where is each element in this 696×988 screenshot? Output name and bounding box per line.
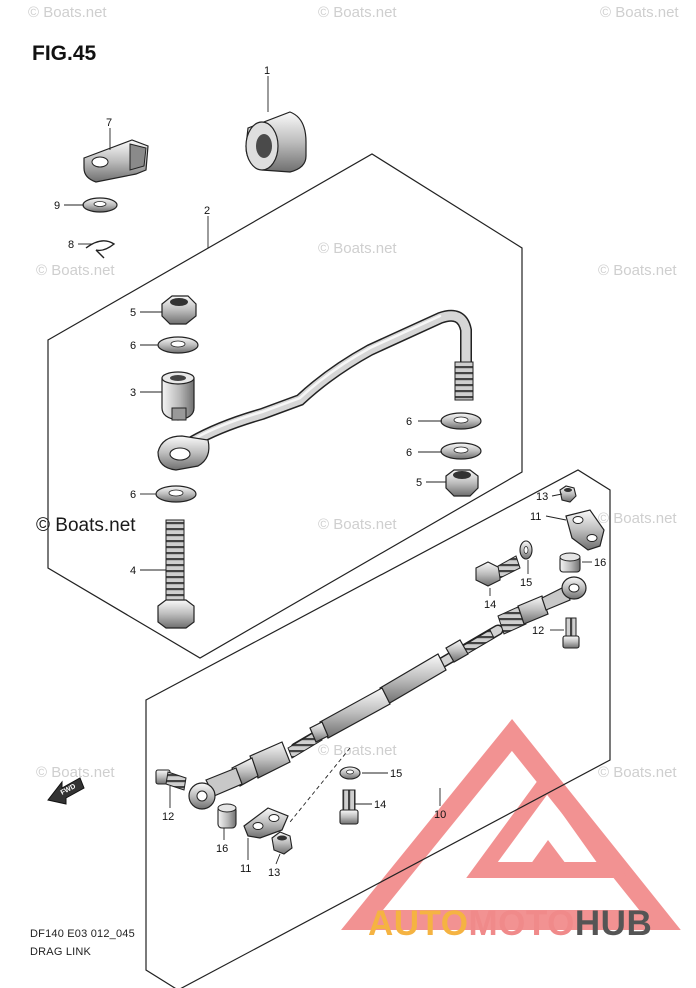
callout-16-left: 16	[216, 843, 228, 855]
bushing-part-16-left	[217, 803, 237, 829]
nut-part-13-left	[271, 831, 293, 855]
figure-title: FIG.45	[32, 42, 97, 65]
watermark-9: © Boats.net	[36, 764, 115, 781]
callout-8: 8	[68, 239, 74, 251]
callout-6-right-2: 6	[406, 447, 412, 459]
nut-part-13-right	[559, 485, 577, 503]
washer-part-6-left-bottom	[155, 485, 197, 503]
bolt-part-14-center	[339, 789, 359, 825]
figure-code: DF140 E03 012_045	[30, 928, 135, 940]
watermark-11: © Boats.net	[598, 764, 677, 781]
nut-part-5-left	[161, 295, 197, 325]
bolt-part-4	[157, 519, 195, 629]
assembly-outline-upper	[47, 153, 523, 659]
callout-13-left: 13	[268, 867, 280, 879]
cotter-pin-part-8	[85, 240, 116, 259]
bolt-part-12-left	[155, 769, 187, 791]
callout-12-left: 12	[162, 811, 174, 823]
copyright-notice: © Boats.net	[36, 515, 136, 536]
watermark-8: © Boats.net	[598, 510, 677, 527]
automotohub-brand: AUTOMOTOHUB	[368, 904, 652, 944]
callout-14-right: 14	[484, 599, 496, 611]
watermark-10: © Boats.net	[318, 742, 397, 759]
callout-14-center: 14	[374, 799, 386, 811]
watermark-6: © Boats.net	[598, 262, 677, 279]
assembly-outline-lower	[145, 469, 611, 988]
callout-4: 4	[130, 565, 136, 577]
watermark-4: © Boats.net	[36, 262, 115, 279]
callout-10: 10	[434, 809, 446, 821]
brand-part-moto: MOTO	[468, 904, 575, 943]
washer-part-15-center	[339, 766, 361, 780]
nut-part-5-right	[445, 469, 479, 497]
bolt-part-12-right	[562, 617, 580, 649]
assembly-guide-line	[289, 747, 351, 823]
figure-name: DRAG LINK	[30, 946, 92, 958]
callout-5-left: 5	[130, 307, 136, 319]
watermark-5: © Boats.net	[318, 240, 397, 257]
leader-lines	[64, 76, 592, 865]
callout-15-center: 15	[390, 768, 402, 780]
callout-6-left-top: 6	[130, 340, 136, 352]
bushing-part-1	[245, 111, 307, 173]
bracket-part-11-left	[243, 807, 289, 839]
callout-7: 7	[106, 117, 112, 129]
callout-6-right-1: 6	[406, 416, 412, 428]
bracket-part-11-right	[565, 509, 605, 551]
bolt-part-14-right	[475, 555, 521, 587]
callout-12-right: 12	[532, 625, 544, 637]
callout-2: 2	[204, 205, 210, 217]
callout-11-left: 11	[240, 863, 251, 875]
automotohub-logo-icon	[341, 719, 681, 930]
drag-link-bar-part-2	[157, 309, 474, 471]
watermark-2: © Boats.net	[318, 4, 397, 21]
callout-15-right: 15	[520, 577, 532, 589]
tie-rod-part-10	[188, 576, 587, 810]
callout-13-right: 13	[536, 491, 548, 503]
washer-part-6-left-top	[157, 336, 199, 354]
callout-16-right: 16	[594, 557, 606, 569]
bracket-part-7	[83, 139, 149, 183]
callout-1: 1	[264, 65, 270, 77]
watermark-7: © Boats.net	[318, 516, 397, 533]
callout-6-left-bottom: 6	[130, 489, 136, 501]
washer-part-9	[82, 197, 118, 213]
watermark-1: © Boats.net	[28, 4, 107, 21]
callout-5-right: 5	[416, 477, 422, 489]
bushing-part-16-right	[559, 552, 581, 573]
washer-part-6-right-2	[440, 442, 482, 460]
watermark-3: © Boats.net	[600, 4, 679, 21]
washer-part-15-right	[519, 540, 533, 560]
callout-9: 9	[54, 200, 60, 212]
spacer-part-3	[161, 371, 195, 421]
fwd-arrow-icon: FWD	[47, 777, 85, 805]
callout-3: 3	[130, 387, 136, 399]
brand-part-auto: AUTO	[368, 904, 469, 943]
washer-part-6-right-1	[440, 412, 482, 430]
brand-part-hub: HUB	[574, 904, 653, 943]
callout-11-right: 11	[530, 511, 541, 523]
callout-numbers: 1 7 9 8 2 5 6 3 6 6 5 6 4 13 11 15 16 14…	[54, 65, 606, 879]
